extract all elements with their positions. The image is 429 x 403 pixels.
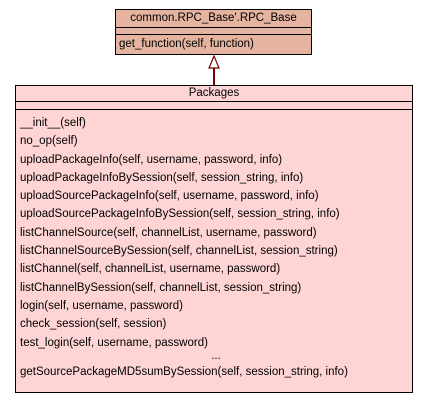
methods-ellipsis: ...	[211, 349, 221, 362]
class-methods: __init__(self) no_op(self) uploadPackage…	[16, 110, 412, 381]
packages-class-box: Packages __init__(self) no_op(self) uplo…	[15, 85, 413, 393]
base-class-name: common.RPC_Base'.RPC_Base	[116, 10, 311, 28]
method-list-channel-source-by-session: listChannelSourceBySession(self, channel…	[20, 245, 338, 258]
method-init: __init__(self)	[20, 117, 86, 129]
base-class-box: common.RPC_Base'.RPC_Base get_function(s…	[115, 9, 312, 55]
method-no-op: no_op(self)	[20, 135, 78, 148]
method-login: login(self, username, password)	[20, 299, 183, 312]
inheritance-arrowhead	[208, 54, 220, 69]
method-upload-source-package-info: uploadSourcePackageInfo(self, username, …	[20, 190, 319, 203]
method-list-channel-by-session: listChannelBySession(self, channelList, …	[20, 281, 302, 294]
method-upload-package-info: uploadPackageInfo(self, username, passwo…	[20, 153, 283, 166]
base-class-methods: get_function(self, function)	[116, 35, 311, 54]
method-list-channel-source: listChannelSource(self, channelList, use…	[20, 226, 317, 239]
method-list-channel: listChannel(self, channelList, username,…	[20, 263, 281, 276]
base-class-attributes	[116, 28, 311, 35]
base-method: get_function(self, function)	[119, 38, 254, 50]
method-upload-source-package-info-by-session: uploadSourcePackageInfoBySession(self, s…	[20, 208, 340, 221]
method-get-source-package-md5sum-by-session: getSourcePackageMD5sumBySession(self, se…	[20, 365, 348, 378]
class-attributes	[16, 102, 412, 110]
method-test-login: test_login(self, username, password)	[20, 336, 208, 349]
method-upload-package-info-by-session: uploadPackageInfoBySession(self, session…	[20, 171, 304, 184]
method-check-session: check_session(self, session)	[20, 318, 167, 331]
class-name: Packages	[16, 86, 412, 102]
